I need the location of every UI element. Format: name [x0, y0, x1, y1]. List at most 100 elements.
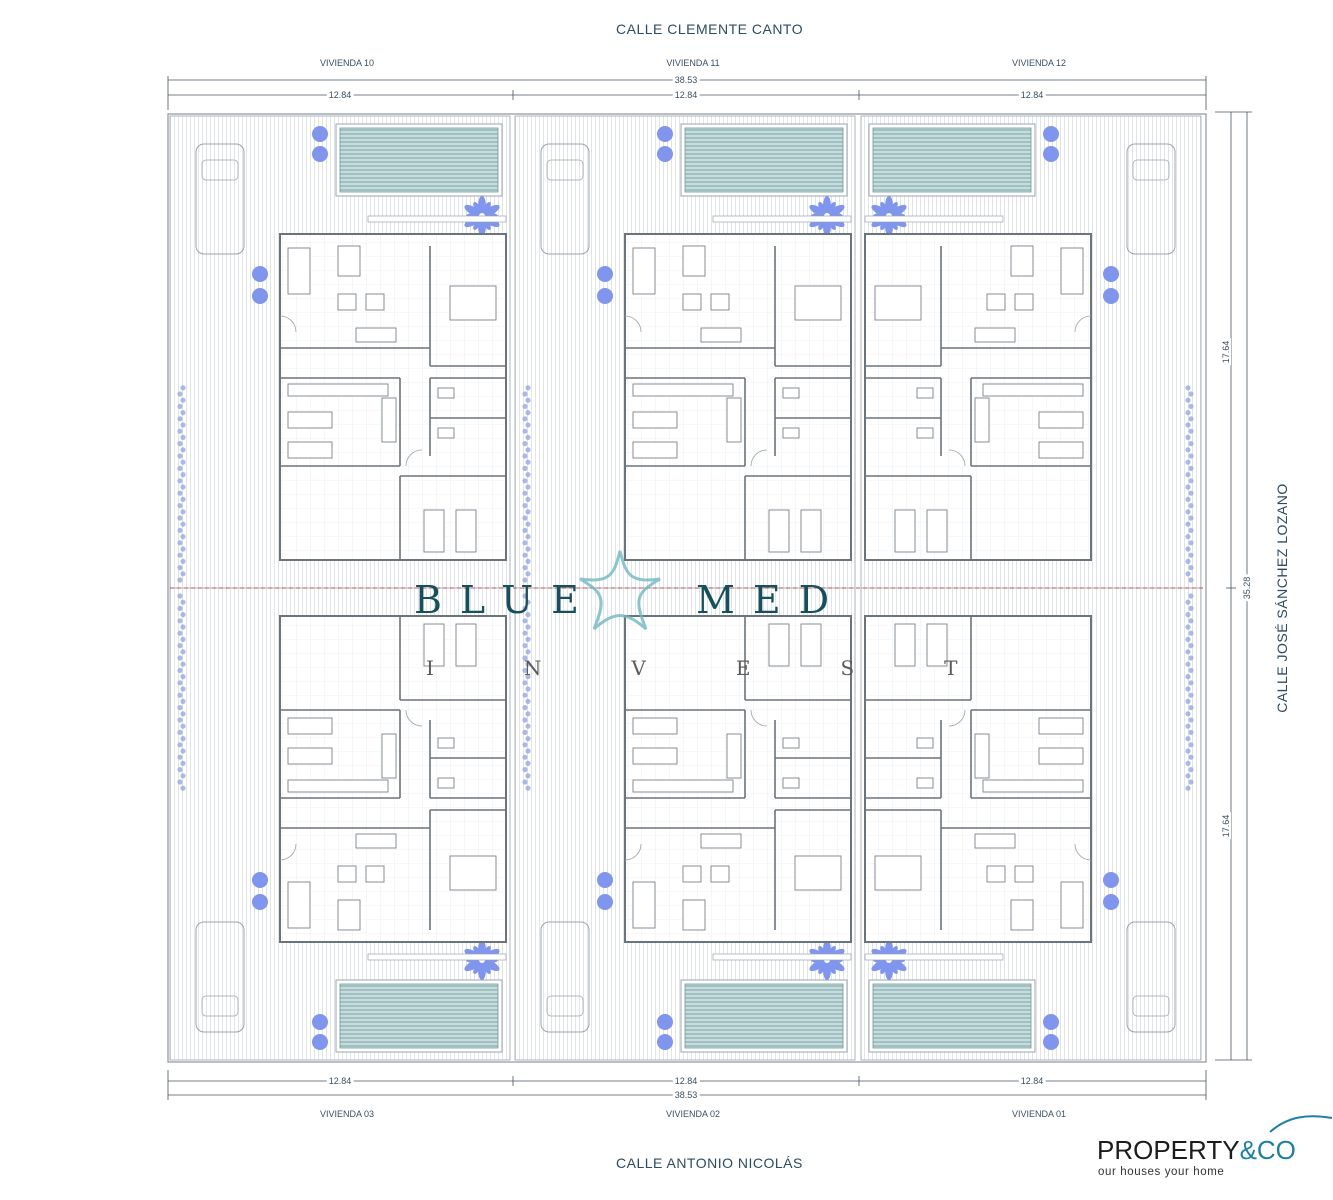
hedge-leaf	[522, 680, 528, 686]
hedge-leaf	[525, 674, 531, 680]
door-swing	[405, 449, 423, 467]
hedge-leaf	[525, 686, 531, 692]
single-bed	[287, 441, 333, 459]
unit-label-top-right: VIVIENDA 12	[1011, 58, 1067, 68]
hedge-leaf	[177, 754, 183, 760]
hedge-leaf	[525, 422, 531, 428]
hedge-leaf	[177, 742, 183, 748]
hedge-leaf	[522, 465, 528, 471]
hedge-leaf	[525, 546, 531, 552]
single-bed	[768, 509, 790, 553]
watermark-med: MED	[696, 578, 848, 622]
hedge-leaf	[1185, 472, 1191, 478]
pool-water	[872, 983, 1032, 1049]
shrub	[1103, 266, 1119, 282]
hedge-leaf	[1188, 577, 1194, 583]
hedge-leaf	[177, 527, 183, 533]
armchair	[682, 245, 706, 277]
hedge-leaf	[522, 490, 528, 496]
hedge-leaf	[180, 534, 186, 540]
hedge-leaf	[1188, 391, 1194, 397]
hedge-leaf	[180, 484, 186, 490]
single-bed	[1038, 411, 1084, 429]
terrace-edge	[712, 215, 852, 223]
hedge-leaf	[177, 577, 183, 583]
hedge-leaf	[1185, 748, 1191, 754]
hedge-leaf	[1188, 643, 1194, 649]
hedge-leaf	[525, 509, 531, 515]
hedge-leaf	[522, 403, 528, 409]
single-bed	[455, 509, 477, 553]
starfish-icon	[579, 550, 661, 631]
pool-water	[684, 983, 844, 1049]
hedge-leaf	[180, 661, 186, 667]
door-swing	[948, 709, 966, 727]
hedge-leaf	[177, 552, 183, 558]
hedge-leaf	[1185, 661, 1191, 667]
door-swing	[405, 709, 423, 727]
pool-water	[339, 983, 499, 1049]
hedge-leaf	[1188, 717, 1194, 723]
hedge-leaf	[1188, 403, 1194, 409]
shrub	[657, 126, 673, 142]
hedge-leaf	[180, 422, 186, 428]
hedge-leaf	[1185, 612, 1191, 618]
sofa	[287, 881, 311, 929]
hedge-leaf	[525, 459, 531, 465]
hedge-leaf	[177, 565, 183, 571]
hedge-leaf	[525, 661, 531, 667]
hedge-leaf	[1185, 649, 1191, 655]
lot-t1	[514, 115, 856, 589]
hedge-leaf	[180, 636, 186, 642]
stairs	[974, 733, 990, 779]
hedge-leaf	[522, 453, 528, 459]
armchair	[1010, 245, 1034, 277]
stairs	[726, 733, 742, 779]
hedge-leaf	[522, 593, 528, 599]
shrub	[597, 288, 613, 304]
hedge-leaf	[522, 478, 528, 484]
hedge-leaf	[1185, 785, 1191, 791]
bathroom-fixture	[916, 387, 934, 399]
sofa	[287, 247, 311, 295]
single-bed	[1038, 747, 1084, 765]
shrub	[597, 872, 613, 888]
hedge-leaf	[525, 698, 531, 704]
hedge-leaf	[1188, 565, 1194, 571]
bathroom-fixture	[782, 737, 800, 749]
hedge-leaf	[1188, 416, 1194, 422]
single-bed	[423, 509, 445, 553]
bathroom-fixture	[782, 427, 800, 439]
hedge-leaf	[525, 385, 531, 391]
shrub	[312, 1014, 328, 1030]
single-bed	[632, 747, 678, 765]
shrub	[597, 266, 613, 282]
brand-name-a: PROPERTY	[1097, 1135, 1240, 1165]
single-bed	[894, 509, 916, 553]
bathroom-fixture	[437, 777, 455, 789]
hedge-leaf	[525, 558, 531, 564]
sofa	[632, 247, 656, 295]
single-bed	[632, 411, 678, 429]
watermark-blue: BLUE	[414, 578, 597, 622]
dimension-half-depth-bottom: 17.64	[1221, 812, 1231, 840]
hedge-leaf	[1188, 503, 1194, 509]
brand-swoosh-icon	[1269, 1115, 1333, 1133]
shrub	[657, 146, 673, 162]
street-label-bottom: CALLE ANTONIO NICOLÁS	[616, 1155, 803, 1171]
hedge-leaf	[525, 636, 531, 642]
hedge-leaf	[522, 552, 528, 558]
car-outline	[1126, 143, 1176, 255]
armchair	[1010, 899, 1034, 931]
terrace-edge	[864, 953, 1004, 961]
unit-label-bottom-middle: VIVIENDA 02	[665, 1109, 721, 1119]
stairs	[726, 397, 742, 443]
kitchen-counter	[982, 383, 1084, 397]
hedge-leaf	[180, 385, 186, 391]
hedge-leaf	[1185, 674, 1191, 680]
hedge-leaf	[180, 785, 186, 791]
armchair	[337, 899, 361, 931]
hedge-leaf	[1188, 453, 1194, 459]
kitchen-counter	[632, 383, 734, 397]
hedge-leaf	[1188, 680, 1194, 686]
